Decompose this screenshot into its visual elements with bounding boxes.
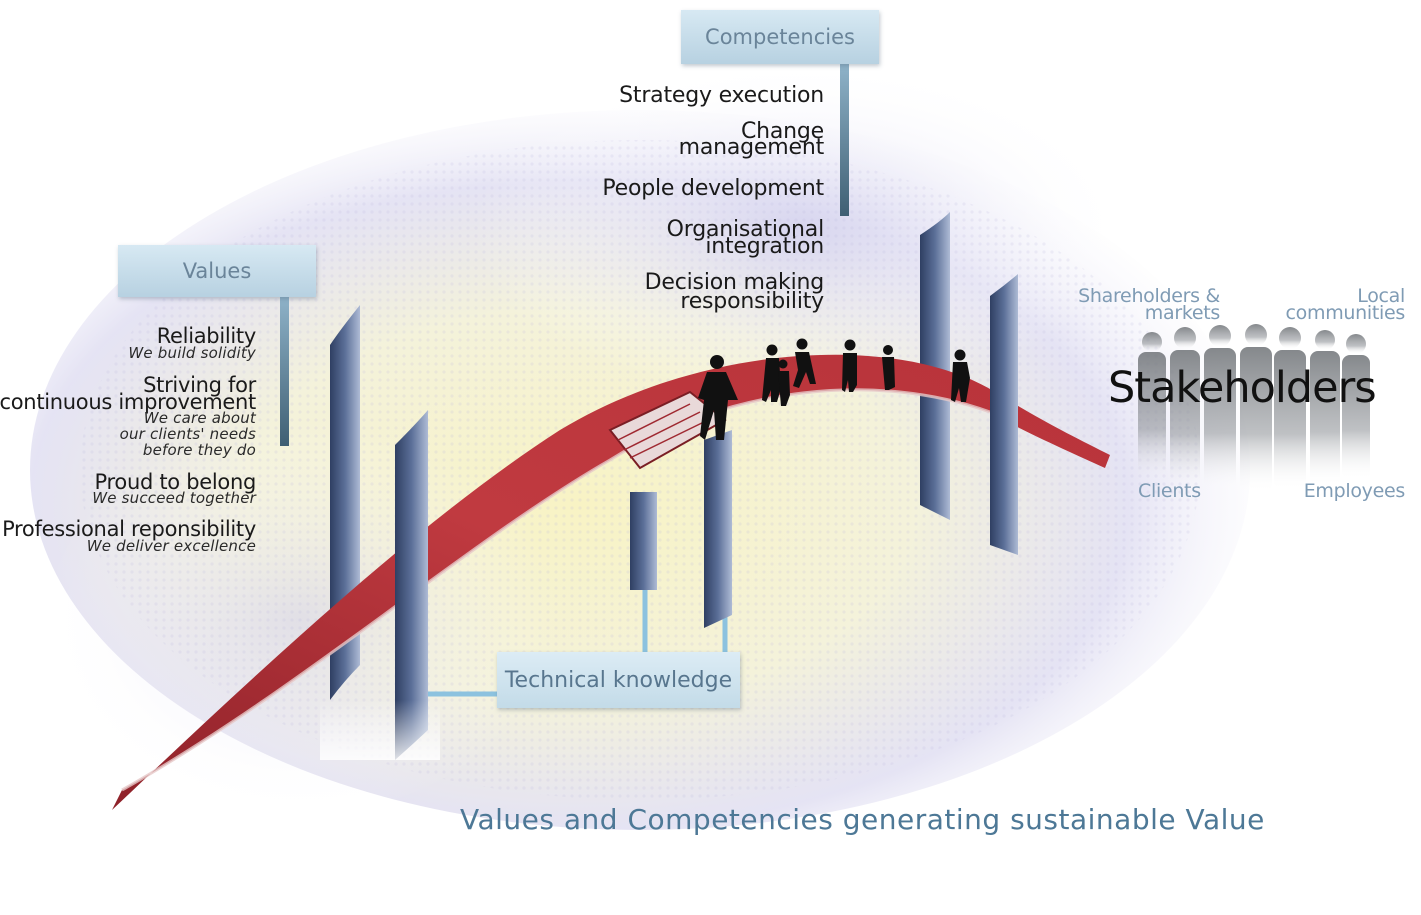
value-professional-subtitle: We deliver excellence <box>86 537 256 555</box>
technical-knowledge-box: Technical knowledge <box>497 652 740 708</box>
person-7 <box>951 349 970 402</box>
competency-decision-making-line2: responsibility <box>680 289 824 314</box>
person-4 <box>793 338 816 388</box>
values-heading: Values <box>182 259 252 283</box>
competency-decision-making-line1: Decision making <box>644 270 825 295</box>
competency-change-management-line1: Change <box>740 119 824 144</box>
values-stem <box>280 296 289 446</box>
competency-strategy-execution: Strategy execution <box>619 83 824 108</box>
person-5 <box>842 339 857 392</box>
person-1 <box>698 355 738 440</box>
value-striving-subtitle-line2: our clients' needs <box>119 425 256 443</box>
value-reliability-subtitle: We build solidity <box>128 344 256 362</box>
technical-knowledge-label: Technical knowledge <box>504 667 733 693</box>
value-striving-subtitle-line1: We care about <box>143 409 256 427</box>
stakeholders-crowd <box>1138 324 1370 492</box>
value-proud-subtitle: We succeed together <box>92 489 256 507</box>
competency-change-management-line2: management <box>678 135 825 160</box>
competencies-stem <box>840 64 849 216</box>
value-proud-title: Proud to belong <box>94 470 257 494</box>
values-label-box: Values <box>118 245 316 297</box>
stakeholders-title: Stakeholders <box>1108 363 1377 413</box>
competency-people-development: People development <box>602 176 824 201</box>
stakeholder-employees: Employees <box>1303 480 1406 502</box>
walking-people <box>698 338 970 440</box>
road <box>112 354 1110 810</box>
stakeholder-clients: Clients <box>1138 480 1201 502</box>
competencies-heading: Competencies <box>705 25 855 49</box>
stakeholder-local-line1: Local <box>1357 285 1405 307</box>
value-reliability-title: Reliability <box>156 324 257 348</box>
pillars-front <box>320 274 1018 760</box>
stakeholder-local-line2: communities <box>1285 302 1406 324</box>
stakeholder-shareholders-line2: markets <box>1144 302 1221 324</box>
person-2 <box>762 344 781 402</box>
value-striving-title-line2: continuous improvement <box>0 390 256 414</box>
value-striving-subtitle-line3: before they do <box>142 441 256 459</box>
competency-organisational-integration-line1: Organisational <box>666 217 825 242</box>
person-6 <box>882 345 895 390</box>
stakeholder-shareholders-line1: Shareholders & <box>1078 285 1220 307</box>
competency-organisational-integration-line2: integration <box>705 234 824 259</box>
diagram-caption: Values and Competencies generating susta… <box>460 803 1265 836</box>
road-edge <box>121 388 991 792</box>
person-3 <box>778 359 790 406</box>
value-striving-title-line1: Striving for <box>143 373 256 397</box>
value-professional-title: Professional reponsibility <box>2 517 256 541</box>
competencies-label-box: Competencies <box>681 10 879 64</box>
